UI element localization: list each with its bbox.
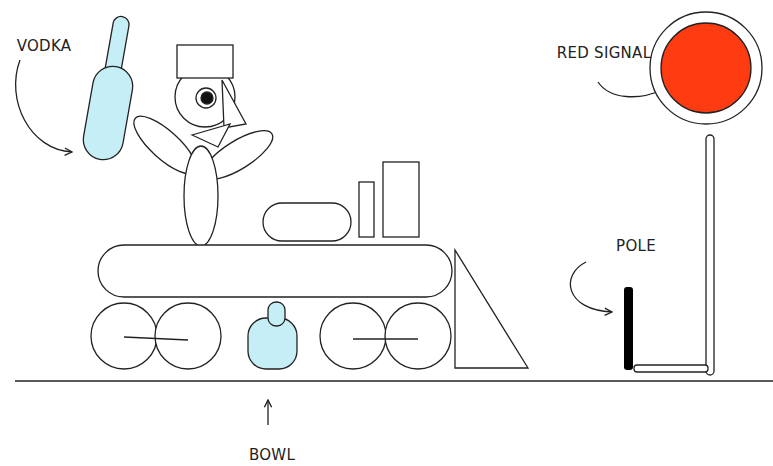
bowl (248, 302, 297, 369)
part-label: RED SIGNAL (557, 44, 652, 62)
pole (624, 287, 633, 370)
train (91, 162, 528, 369)
ground-line (15, 380, 773, 381)
red-signal (634, 12, 762, 375)
leader-arrow (267, 400, 268, 425)
vodka-bottle (80, 15, 136, 163)
part-label: POLE (616, 237, 656, 255)
leader-arrow (570, 262, 612, 312)
man-figure (126, 45, 279, 246)
leader-arrow (16, 60, 72, 152)
part-label: VODKA (17, 37, 72, 55)
part-label: BOWL (249, 446, 295, 464)
